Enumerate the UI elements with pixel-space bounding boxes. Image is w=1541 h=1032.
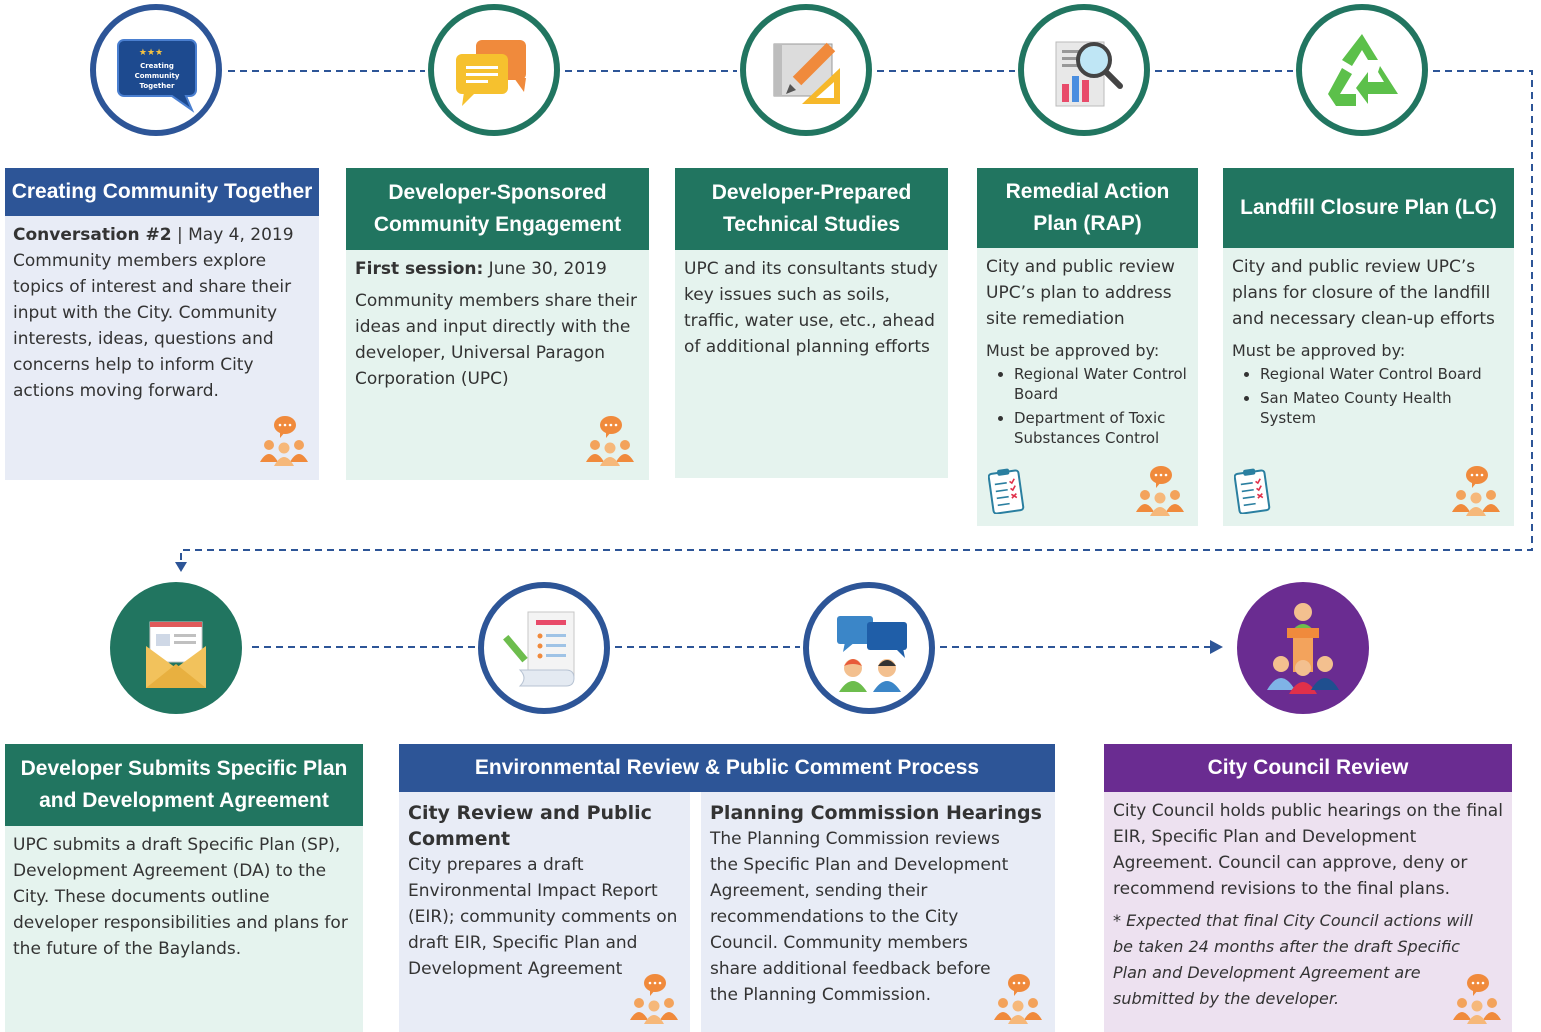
- discussion-people-icon: [837, 616, 907, 692]
- dsce-meta-date: June 30, 2019: [483, 259, 607, 279]
- env-left-card: City Review and Public Comment City prep…: [399, 792, 690, 1032]
- chat-bubbles-icon: [456, 40, 526, 106]
- svg-text:★★★: ★★★: [139, 48, 163, 58]
- dsce-circle: [428, 4, 560, 136]
- rap-approver: Department of Toxic Substances Control: [1014, 408, 1189, 448]
- badge-line-1: Creating: [140, 62, 174, 70]
- dsce-meta-bold: First session:: [355, 259, 484, 279]
- council-note: * Expected that final City Council actio…: [1113, 911, 1473, 1008]
- clipboard-checklist-icon: [1234, 468, 1271, 514]
- community-people-icon: [260, 416, 308, 466]
- rap-title: Remedial Action Plan (RAP): [977, 168, 1198, 248]
- submit-circle: [110, 582, 242, 714]
- env-left-body: City prepares a draft Environmental Impa…: [408, 855, 678, 979]
- clipboard-checklist-icon: [988, 468, 1025, 514]
- lc-body: City and public review UPC’s plans for c…: [1232, 257, 1495, 329]
- dpts-circle: [740, 4, 872, 136]
- rap-approver: Regional Water Control Board: [1014, 364, 1189, 404]
- lc-approver: San Mateo County Health System: [1260, 388, 1505, 428]
- podium-audience-icon: [1267, 603, 1339, 694]
- dpts-card: UPC and its consultants study key issues…: [675, 250, 948, 478]
- envelope-icon: [146, 621, 206, 688]
- community-people-icon: [1453, 974, 1501, 1024]
- council-body: City Council holds public hearings on th…: [1113, 801, 1503, 899]
- cct-title: Creating Community Together: [5, 168, 319, 216]
- rap-circle: [1018, 4, 1150, 136]
- lc-card: City and public review UPC’s plans for c…: [1223, 248, 1514, 526]
- cct-meta-date: | May 4, 2019: [171, 225, 294, 245]
- cct-body: Community members explore topics of inte…: [13, 251, 292, 401]
- report-magnifier-icon: [1055, 41, 1123, 107]
- community-people-icon: [586, 416, 634, 466]
- lc-title: Landfill Closure Plan (LC): [1223, 168, 1514, 248]
- community-people-icon: [630, 974, 678, 1024]
- dsce-body: Community members share their ideas and …: [355, 291, 638, 389]
- eir-circle: [478, 582, 610, 714]
- council-card: City Council holds public hearings on th…: [1104, 792, 1512, 1032]
- rap-body: City and public review UPC’s plan to add…: [986, 257, 1175, 329]
- dpts-body: UPC and its consultants study key issues…: [684, 259, 938, 357]
- community-people-icon: [1452, 466, 1500, 516]
- submit-body: UPC submits a draft Specific Plan (SP), …: [13, 835, 348, 959]
- recycle-icon: [1328, 34, 1398, 106]
- dsce-title: Developer-Sponsored Community Engagement: [346, 168, 649, 250]
- council-title: City Council Review: [1104, 744, 1512, 792]
- env-right-card: Planning Commission Hearings The Plannin…: [701, 792, 1055, 1032]
- dpts-title: Developer-Prepared Technical Studies: [675, 168, 948, 250]
- badge-line-3: Together: [140, 82, 175, 90]
- env-left-heading: City Review and Public Comment: [408, 802, 652, 850]
- cct-meta-bold: Conversation #2: [13, 225, 172, 245]
- rap-approved-label: Must be approved by:: [986, 341, 1160, 360]
- env-title: Environmental Review & Public Comment Pr…: [399, 744, 1055, 792]
- submit-card: UPC submits a draft Specific Plan (SP), …: [5, 826, 363, 1032]
- cct-card: Conversation #2 | May 4, 2019 Community …: [5, 216, 319, 480]
- badge-line-2: Community: [135, 72, 180, 80]
- blueprint-pencil-icon: [773, 42, 840, 104]
- lc-approved-label: Must be approved by:: [1232, 341, 1406, 360]
- cct-circle: ★★★ Creating Community Together: [90, 4, 222, 136]
- speech-bubble-icon: ★★★ Creating Community Together: [117, 39, 197, 113]
- env-right-body: The Planning Commission reviews the Spec…: [710, 829, 1009, 1005]
- lc-approver: Regional Water Control Board: [1260, 364, 1505, 384]
- submit-title: Developer Submits Specific Plan and Deve…: [5, 744, 363, 826]
- document-checklist-icon: [503, 611, 575, 687]
- council-circle: [1237, 582, 1369, 714]
- lc-circle: [1296, 4, 1428, 136]
- community-people-icon: [994, 974, 1042, 1024]
- pc-circle: [803, 582, 935, 714]
- env-right-heading: Planning Commission Hearings: [710, 802, 1042, 824]
- community-people-icon: [1136, 466, 1184, 516]
